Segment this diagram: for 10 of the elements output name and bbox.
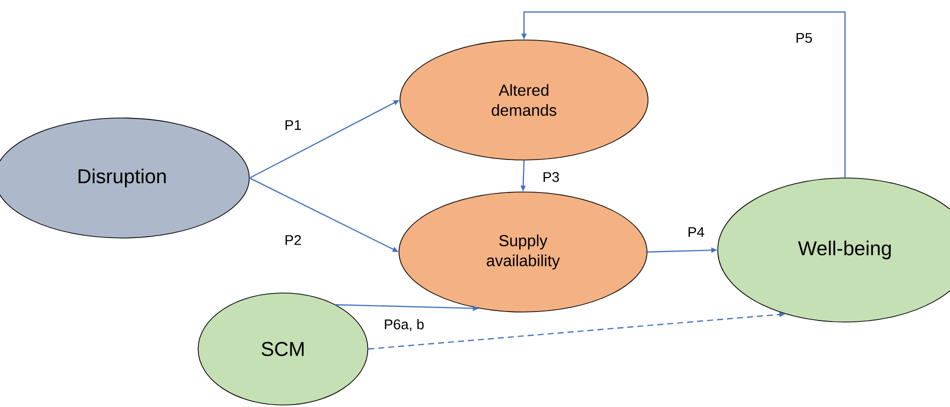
ellipse-node: Well-being [717,178,950,322]
edge-label: P3 [541,171,561,183]
edge-label: P6a, b [382,318,426,332]
ellipse-node: Supply availability [398,192,648,312]
ellipse-node: Altered demands [400,40,648,160]
edge-label: P5 [794,32,814,44]
edge-label: P2 [283,234,303,246]
ellipse-node: SCM [198,292,368,406]
edge-label: P4 [686,226,706,238]
edge-label: P1 [283,119,303,131]
